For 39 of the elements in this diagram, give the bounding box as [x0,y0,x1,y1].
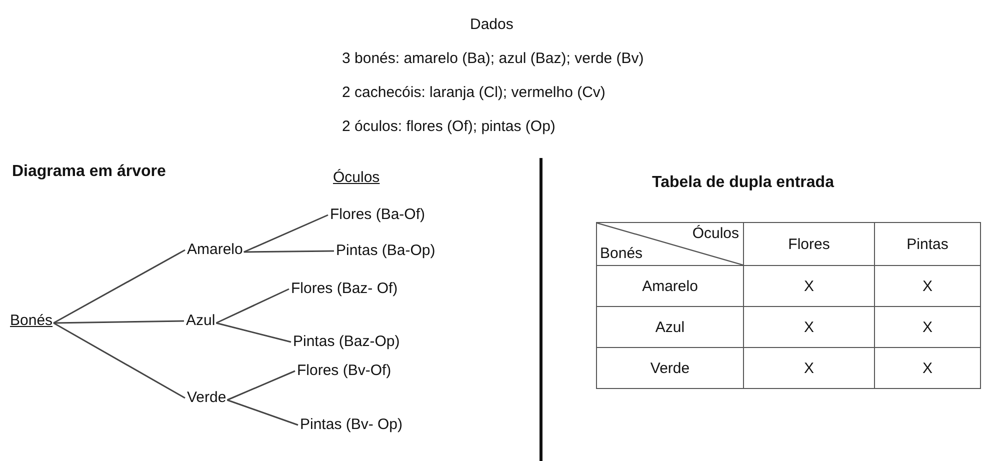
branch-line [226,399,298,426]
table-cell: X [874,348,980,388]
branch-label: Azul [186,311,216,331]
column-header: Flores [744,222,874,266]
branch-line [244,214,328,253]
data-line: 2 cachecóis: laranja (Cl); vermelho (Cv) [342,83,606,103]
leaf-label: Pintas (Ba-Op) [336,241,436,261]
root-label: Bonés [10,311,53,331]
branch-line [53,322,186,399]
column-heading: Óculos [333,168,380,188]
column-header: Pintas [874,222,980,266]
row-header: Verde [596,348,744,388]
column-axis-label: Óculos [692,225,739,243]
leaf-label: Pintas (Bv- Op) [300,415,403,435]
section-title: Diagrama em árvore [12,162,166,182]
leaf-label: Flores (Baz- Of) [291,279,398,299]
row-header: Amarelo [596,266,744,306]
row-axis-label: Bonés [600,245,643,263]
branch-line [244,250,334,253]
branch-line [216,288,290,324]
row-header: Azul [596,306,744,348]
table-cell: X [744,348,874,388]
section-title: Tabela de dupla entrada [652,173,834,193]
table-cell: X [744,266,874,306]
table-cell: X [874,306,980,348]
leaf-label: Flores (Bv-Of) [297,361,392,381]
branch-line [226,370,296,401]
branch-line [216,322,292,343]
branch-line [54,320,184,324]
leaf-label: Flores (Ba-Of) [330,205,426,225]
branch-label: Verde [187,388,226,408]
leaf-label: Pintas (Baz-Op) [293,332,400,352]
branch-line [53,249,186,324]
data-line: 2 óculos: flores (Of); pintas (Op) [342,117,556,137]
table-cell: X [874,266,980,306]
table-cell: X [744,306,874,348]
heading: Dados [470,15,514,35]
branch-label: Amarelo [187,240,243,260]
data-line: 3 bonés: amarelo (Ba); azul (Baz); verde (Bv) [342,49,644,69]
